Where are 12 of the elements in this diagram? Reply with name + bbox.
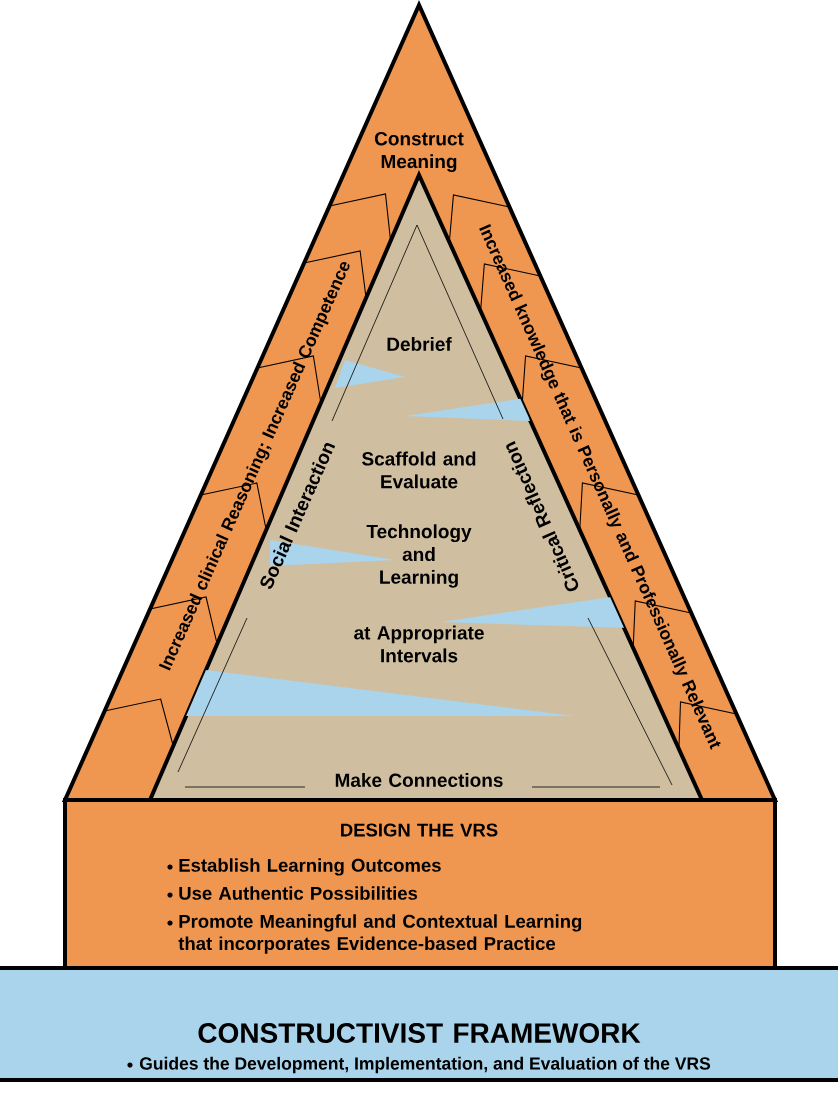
pyramid-label: at Appropriate Intervals <box>354 625 484 663</box>
bullet-item: Use Authentic Possibilities <box>179 886 418 900</box>
bullet-item: Promote Meaningful and Contextual Learning that incorporates Evidence-based Practice <box>178 914 582 954</box>
box-heading: DESIGN THE VRS <box>341 823 498 837</box>
framework-subtitle: Guides the Development, Implementation, and Evaluation of the VRS <box>139 1056 711 1074</box>
framework-heading: CONSTRUCTIVIST FRAMEWORK <box>198 1023 641 1043</box>
bullet-item: Establish Learning Outcomes <box>179 858 441 876</box>
pyramid-label: Technology and Learning <box>366 524 472 588</box>
pyramid-label: Debrief <box>387 337 452 351</box>
band-label: Construct Meaning <box>374 131 464 173</box>
pyramid-label: Scaffold and Evaluate <box>362 451 476 489</box>
pyramid-label: Make Connections <box>335 773 503 787</box>
